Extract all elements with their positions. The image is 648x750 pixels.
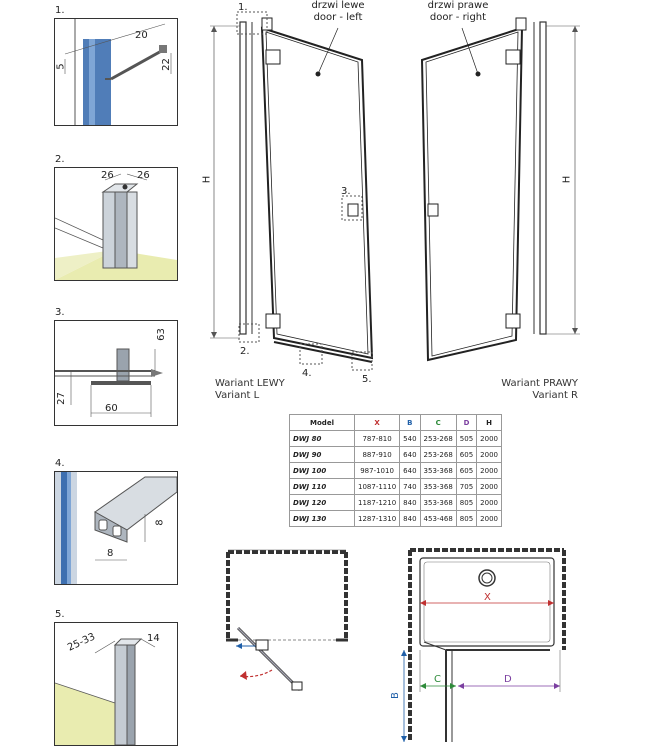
detail-3-panel: 63 27 60 (54, 320, 178, 426)
cell-c: 353-368 (419, 494, 457, 511)
cell-x: 1087-1110 (353, 478, 401, 495)
detail-1-drawing (64, 19, 172, 125)
table-row: DWJ 90 887-910 640 253-268 605 2000 (289, 446, 502, 463)
plan-d-label: D (504, 674, 512, 685)
cell-c: 453-468 (419, 510, 457, 527)
detail-5-panel: 25-33 14 (54, 622, 178, 746)
detail-5-drawing (55, 638, 156, 745)
col-header-h: H (476, 414, 502, 431)
detail-4-dim-a: 8 (154, 519, 166, 526)
table-row: DWJ 130 1287-1310 840 453-468 805 2000 (289, 510, 502, 527)
detail-1-panel: 20 5 22 (54, 18, 178, 126)
cell-c: 253-268 (419, 446, 457, 463)
table-row: DWJ 110 1087-1110 740 353-368 705 2000 (289, 478, 502, 495)
detail-3-drawing (55, 348, 163, 417)
cell-x: 987-1010 (353, 462, 401, 479)
detail-3-dim-c: 60 (105, 403, 118, 414)
cell-d: 605 (455, 446, 478, 463)
cell-h: 2000 (476, 478, 502, 495)
cell-d: 705 (455, 478, 478, 495)
detail-2-panel: 26 26 (54, 167, 178, 281)
detail-1-dim-c: 22 (160, 58, 172, 71)
right-door-label-pl: drzwi prawe (427, 0, 489, 11)
detail-4-panel: 8 8 (54, 471, 178, 585)
detail-3-number: 3. (55, 307, 65, 318)
cell-h: 2000 (476, 462, 502, 479)
detail-5-dim-b: 14 (147, 633, 160, 644)
cell-d: 505 (455, 430, 478, 447)
cell-c: 353-368 (419, 462, 457, 479)
detail-1-dim-b: 5 (55, 63, 67, 70)
left-door-callout-1: 1. (238, 2, 248, 13)
detail-1-dim-a: 20 (135, 30, 148, 41)
cell-b: 540 (399, 430, 421, 447)
detail-4-drawing (55, 472, 177, 584)
right-door-label-en: door - right (429, 12, 487, 23)
detail-2-dim-a: 26 (101, 170, 114, 181)
cell-b: 740 (399, 478, 421, 495)
left-door-callout-2: 2. (240, 346, 250, 357)
cell-model: DWJ 120 (289, 494, 355, 511)
cell-x: 1187-1210 (353, 494, 401, 511)
detail-5-number: 5. (55, 609, 65, 620)
left-door-variant-pl: Wariant LEWY (215, 378, 285, 389)
cell-d: 805 (455, 494, 478, 511)
cell-h: 2000 (476, 510, 502, 527)
cell-model: DWJ 110 (289, 478, 355, 495)
cell-h: 2000 (476, 494, 502, 511)
plan-x-label: X (484, 592, 491, 603)
detail-4-dim-b: 8 (107, 548, 114, 559)
detail-4-number: 4. (55, 458, 65, 469)
detail-2-dim-b: 26 (137, 170, 150, 181)
cell-b: 840 (399, 494, 421, 511)
cell-c: 353-368 (419, 478, 457, 495)
cell-c: 253-268 (419, 430, 457, 447)
cell-d: 605 (455, 462, 478, 479)
detail-3-dim-b: 27 (55, 392, 67, 405)
detail-2-number: 2. (55, 154, 65, 165)
left-door-label: drzwi lewe door - left (300, 0, 376, 24)
plan-b-label: B (389, 692, 401, 699)
cell-x: 887-910 (353, 446, 401, 463)
col-header-model: Model (289, 414, 355, 431)
col-header-b: B (399, 414, 421, 431)
col-header-x: X (353, 414, 401, 431)
cell-model: DWJ 130 (289, 510, 355, 527)
cell-b: 840 (399, 510, 421, 527)
right-door-variant-pl: Wariant PRAWY (501, 378, 578, 389)
left-door-callout-3: 3. (341, 186, 351, 197)
left-door-label-pl: drzwi lewe (311, 0, 365, 11)
spec-table-header: Model X B C D H (289, 414, 502, 431)
cell-h: 2000 (476, 430, 502, 447)
cell-x: 1287-1310 (353, 510, 401, 527)
cell-b: 640 (399, 446, 421, 463)
cell-d: 805 (455, 510, 478, 527)
cell-model: DWJ 90 (289, 446, 355, 463)
plan-c-label: C (434, 674, 441, 685)
left-door-height-label: H (201, 175, 213, 184)
right-door-variant: Wariant PRAWY Variant R (500, 378, 578, 402)
left-door-callout-5: 5. (362, 374, 372, 385)
right-door-height-label: H (561, 175, 573, 184)
cell-model: DWJ 100 (289, 462, 355, 479)
left-door-callout-4: 4. (302, 368, 312, 379)
detail-1-number: 1. (55, 5, 65, 16)
col-header-c: C (419, 414, 457, 431)
left-door-variant-en: Variant L (215, 390, 260, 401)
right-door-variant-en: Variant R (532, 390, 578, 401)
col-header-d: D (455, 414, 478, 431)
left-door-label-en: door - left (313, 12, 363, 23)
table-row: DWJ 120 1187-1210 840 353-368 805 2000 (289, 494, 502, 511)
cell-b: 640 (399, 462, 421, 479)
right-door-label: drzwi prawe door - right (420, 0, 496, 24)
cell-model: DWJ 80 (289, 430, 355, 447)
cell-h: 2000 (476, 446, 502, 463)
table-row: DWJ 80 787-810 540 253-268 505 2000 (289, 430, 502, 447)
table-row: DWJ 100 987-1010 640 353-368 605 2000 (289, 462, 502, 479)
cell-x: 787-810 (353, 430, 401, 447)
detail-2-drawing (55, 173, 177, 280)
left-door-variant: Wariant LEWY Variant L (215, 378, 285, 402)
detail-3-dim-a: 63 (155, 328, 167, 341)
spec-table: Model X B C D H DWJ 80 787-810 540 253-2… (289, 414, 502, 527)
